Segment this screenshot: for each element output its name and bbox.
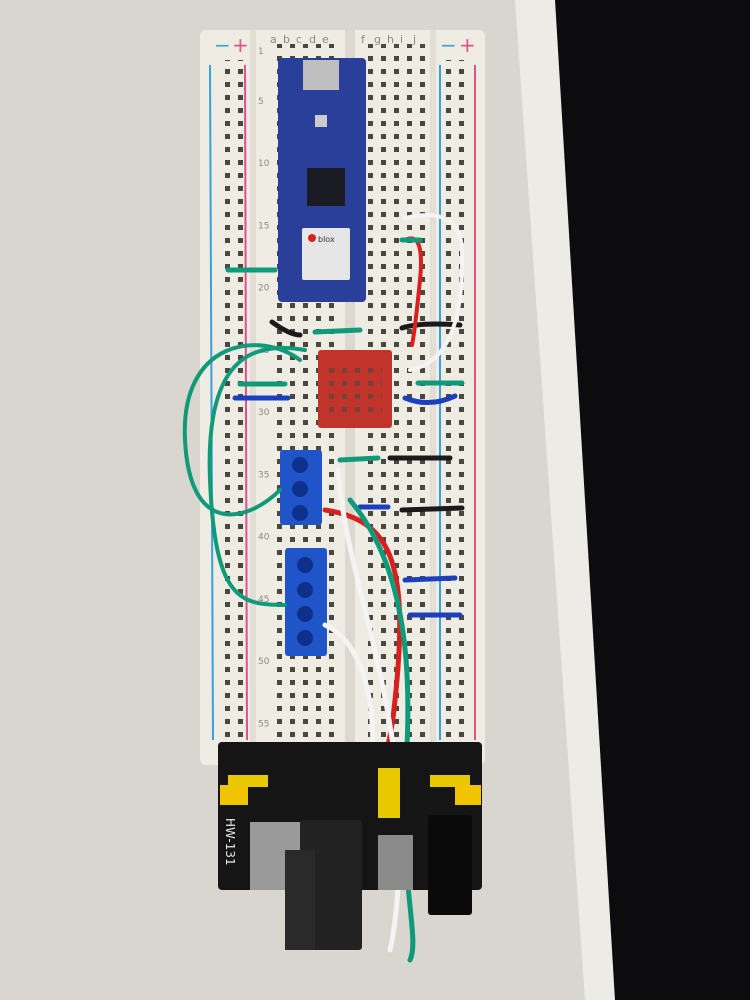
wire-black — [399, 505, 465, 513]
column-label: i — [400, 33, 403, 46]
dark-background — [555, 0, 750, 1000]
column-label: c — [296, 33, 302, 46]
row-label: 1 — [258, 47, 264, 57]
surface-edge — [515, 0, 620, 1000]
module-label: HW-131 — [223, 818, 237, 866]
wire-blue — [402, 393, 458, 405]
dc-jack — [428, 815, 472, 915]
wire-green — [312, 327, 363, 335]
row-label: 50 — [258, 657, 270, 667]
power-module: HW-131 — [218, 742, 482, 950]
header-pins — [378, 768, 400, 818]
reset-button[interactable] — [315, 115, 327, 127]
terminal-block-1 — [280, 450, 322, 525]
wire-black — [269, 319, 303, 338]
usb-port-2 — [378, 835, 413, 890]
module-logo: blox — [318, 235, 335, 244]
rail-plus-right: + — [459, 33, 476, 57]
rail-minus-right: − — [440, 33, 457, 57]
wire-white — [403, 213, 465, 372]
wire-green-loop — [182, 343, 302, 517]
column-label: b — [283, 33, 290, 46]
rail-line-red — [244, 64, 248, 741]
row-label: 15 — [258, 221, 269, 231]
wire-green — [337, 455, 381, 463]
wire-blue — [402, 575, 458, 583]
level-shifter-board — [318, 350, 392, 428]
usb-port — [303, 60, 339, 90]
row-label: 5 — [258, 97, 264, 107]
wire-green-loop — [207, 345, 307, 607]
row-label: 55 — [258, 719, 269, 729]
wire-white — [335, 467, 402, 953]
chip — [307, 168, 345, 206]
row-label: 30 — [258, 408, 270, 418]
column-label: a — [270, 33, 277, 46]
jumper-left[interactable] — [220, 785, 248, 805]
column-label: f — [361, 33, 366, 46]
row-label: 45 — [258, 595, 269, 605]
microcontroller-board: blox — [278, 58, 366, 302]
row-label: 40 — [258, 533, 270, 543]
column-label: j — [412, 33, 416, 46]
row-label: 20 — [258, 284, 270, 294]
column-label: e — [322, 33, 329, 46]
jumper-right[interactable] — [455, 785, 481, 805]
terminal-block-2 — [285, 548, 327, 656]
column-label: g — [374, 33, 381, 46]
rail-plus-left: + — [232, 33, 249, 57]
column-label: d — [309, 33, 316, 46]
rail-line-blue — [209, 64, 214, 741]
rail-minus-left: − — [214, 33, 231, 57]
column-label: h — [387, 33, 394, 46]
row-label: 10 — [258, 159, 270, 169]
row-label: 35 — [258, 470, 269, 480]
wire-connector — [300, 820, 362, 950]
